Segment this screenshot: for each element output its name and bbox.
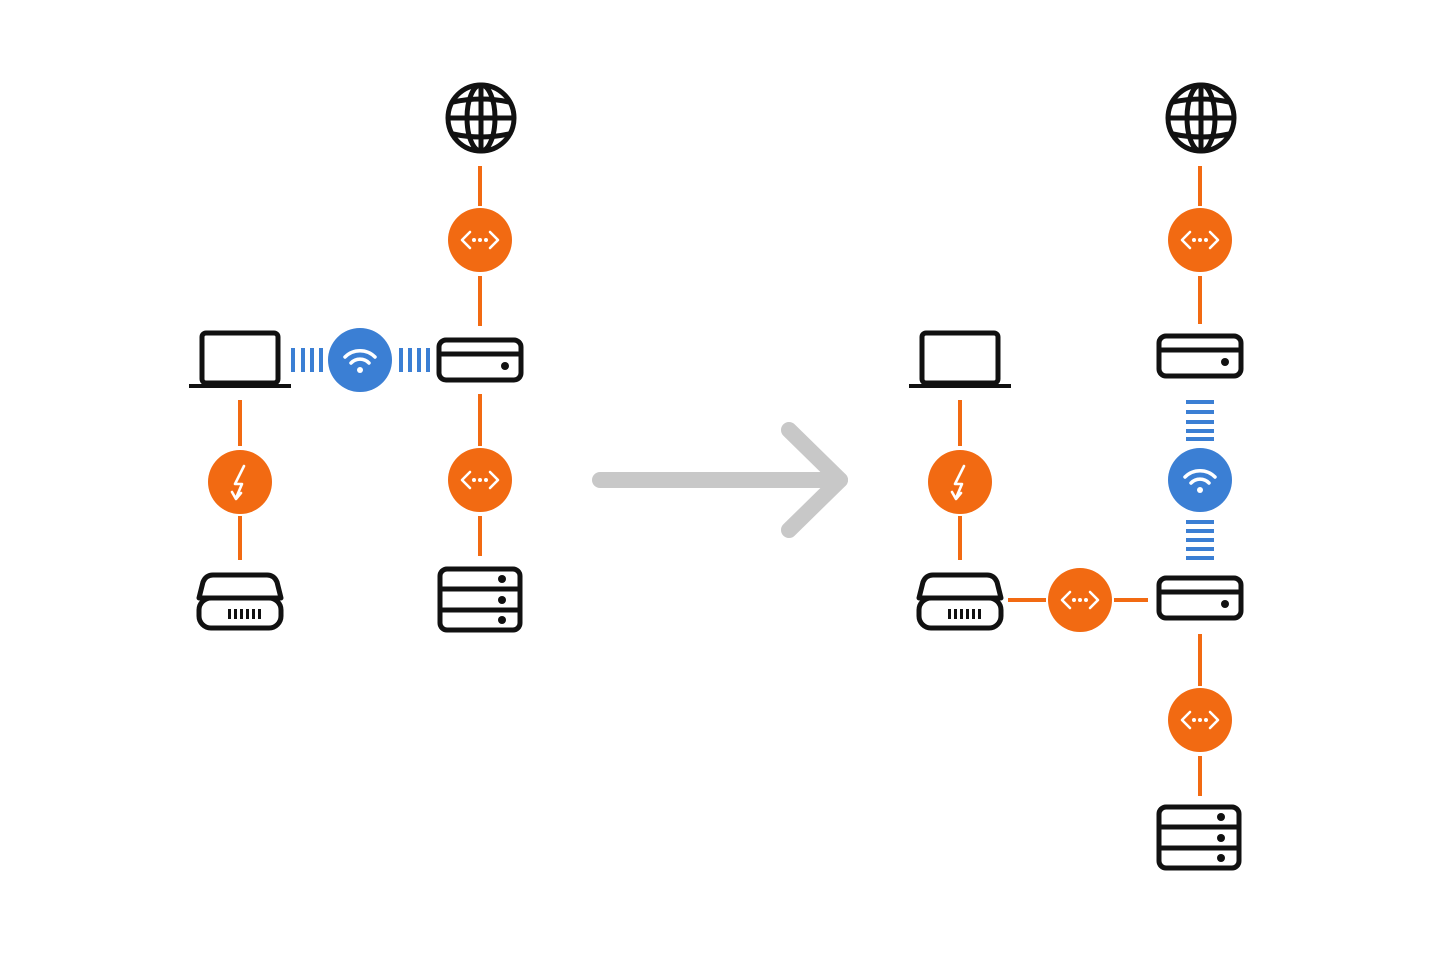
link-laptop-router-wifi <box>291 328 430 392</box>
globe-icon <box>445 82 517 154</box>
server-rack-icon <box>437 566 523 633</box>
ethernet-icon <box>448 448 512 512</box>
external-drive-icon <box>196 572 284 631</box>
wireless-signal-bars <box>291 348 430 372</box>
arrow-right-icon <box>592 422 848 538</box>
thunderbolt-icon <box>208 450 272 514</box>
ethernet-icon <box>448 208 512 272</box>
ethernet-icon <box>1048 568 1112 632</box>
ethernet-icon <box>1168 688 1232 752</box>
laptop-icon <box>189 330 291 388</box>
link-disk-bridge <box>1008 568 1148 632</box>
thunderbolt-icon <box>928 450 992 514</box>
diagram-before <box>189 82 524 633</box>
wifi-icon <box>1168 448 1232 512</box>
globe-icon <box>1165 82 1237 154</box>
link-laptop-disk <box>208 400 272 560</box>
ethernet-icon <box>1168 208 1232 272</box>
router-icon <box>436 337 524 383</box>
wireless-signal-bars <box>1186 400 1214 560</box>
link-laptop-disk <box>928 400 992 560</box>
router-icon <box>1156 333 1244 379</box>
link-bridge-nas <box>1168 634 1232 796</box>
server-rack-icon <box>1156 804 1242 871</box>
diagram-after <box>909 82 1244 871</box>
link-router-bridge-wifi <box>1168 400 1232 560</box>
link-internet-router <box>1168 166 1232 324</box>
link-router-nas <box>448 394 512 556</box>
link-internet-router <box>448 166 512 326</box>
router-icon <box>1156 575 1244 621</box>
laptop-icon <box>909 330 1011 388</box>
external-drive-icon <box>916 572 1004 631</box>
wifi-icon <box>328 328 392 392</box>
